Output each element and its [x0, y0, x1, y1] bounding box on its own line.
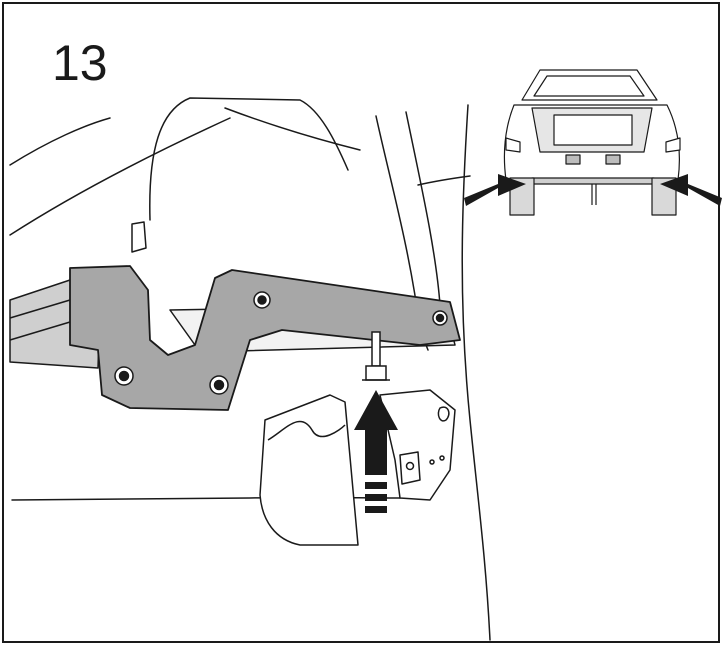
floor-line [417, 175, 471, 186]
mounting-hole [439, 455, 445, 461]
mud-guard [259, 394, 359, 546]
pillar [405, 111, 441, 306]
slot [437, 406, 450, 422]
bolt [118, 370, 130, 382]
tailgate [521, 69, 658, 101]
bolt [213, 379, 225, 391]
body-contour-line [9, 117, 231, 236]
tow-bar [531, 177, 655, 185]
bracket-bolts [114, 291, 448, 395]
mirror [665, 137, 681, 153]
bolt [435, 313, 445, 323]
mounting-hole [429, 459, 435, 465]
arrow-left-icon [660, 174, 722, 206]
arrow-up-icon [354, 390, 398, 513]
body-contour-line [9, 117, 111, 166]
arrow-right-icon [464, 174, 526, 206]
insert-bolt [362, 331, 390, 381]
rear-lamp [605, 154, 621, 165]
mud-guard-contour [267, 420, 346, 441]
body-panel-recess [131, 221, 147, 253]
body-contour-line [224, 107, 361, 151]
bracket-lower-arm [379, 389, 456, 501]
rear-view-inset [464, 69, 722, 216]
mirror [505, 137, 521, 153]
bolt [257, 295, 267, 305]
step-number: 13 [52, 35, 108, 91]
tow-bar-bracket [69, 265, 461, 411]
body-edge [461, 104, 491, 641]
mounting-hole [405, 461, 415, 471]
rear-lamp [565, 154, 581, 165]
body-panel [149, 97, 349, 221]
